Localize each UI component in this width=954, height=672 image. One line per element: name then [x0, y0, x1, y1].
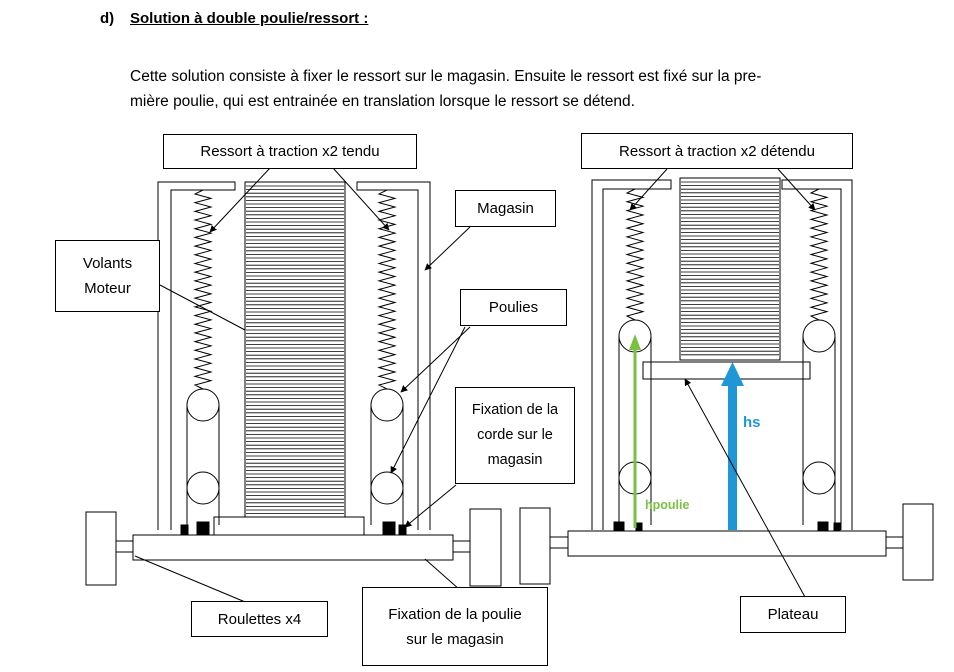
label-volants-line2: Moteur — [84, 280, 131, 297]
left-pulley-upper-1 — [186, 388, 220, 422]
right-pulley-lower-2 — [802, 461, 836, 495]
label-fixation-poulie-line2: sur le magasin — [406, 630, 504, 648]
label-roulettes: Roulettes x4 — [191, 601, 328, 637]
label-plateau: Plateau — [740, 596, 846, 633]
label-fixation-corde-line3: magasin — [487, 452, 543, 468]
left-plateau — [213, 516, 365, 536]
left-stack — [244, 181, 346, 518]
label-fixation-corde-line2: corde sur le — [477, 427, 553, 443]
right-stack-lines — [681, 181, 779, 356]
label-roulettes-text: Roulettes x4 — [217, 610, 302, 628]
hs-arrow — [721, 362, 744, 530]
left-assembly — [85, 181, 502, 587]
label-poulies-text: Poulies — [488, 299, 539, 316]
left-pulley-lower-2 — [370, 471, 404, 505]
right-stack — [679, 177, 781, 361]
pointer-lines — [134, 167, 816, 605]
left-stack-lines — [246, 185, 344, 514]
label-fixation-corde: Fixation de la corde sur le magasin — [455, 387, 575, 484]
label-poulies: Poulies — [460, 289, 567, 326]
label-magasin: Magasin — [455, 190, 556, 227]
label-ressort-tendu: Ressort à traction x2 tendu — [163, 134, 417, 169]
left-pulley-upper-2 — [370, 388, 404, 422]
right-assembly — [519, 177, 934, 585]
label-volants-moteur: Volants Moteur — [55, 240, 160, 312]
section-title: Solution à double poulie/ressort : — [130, 10, 369, 27]
paragraph-line-2: mière poulie, qui est entrainée en trans… — [130, 93, 635, 110]
right-spring-1 — [625, 188, 645, 321]
section-number: d) — [100, 10, 115, 27]
right-magasin-wall-right — [781, 179, 853, 530]
left-magasin-wall-right — [356, 181, 431, 530]
label-magasin-text: Magasin — [477, 200, 534, 217]
label-ressort-detendu: Ressort à traction x2 détendu — [581, 133, 853, 169]
section-heading: d) Solution à double poulie/ressort : — [100, 10, 368, 27]
right-magasin-wall-left — [591, 179, 672, 530]
left-wheel-1 — [85, 511, 117, 586]
right-wheel-2 — [902, 503, 934, 581]
label-ressort-tendu-text: Ressort à traction x2 tendu — [200, 143, 380, 160]
hpoulie-arrow — [629, 334, 641, 528]
label-fixation-poulie-line1: Fixation de la poulie — [388, 605, 522, 623]
label-plateau-text: Plateau — [767, 606, 819, 623]
left-spring-2 — [377, 189, 397, 390]
left-spring-1 — [193, 189, 213, 390]
hpoulie-label: hpoulie — [645, 498, 690, 512]
left-pulley-lower-1 — [186, 471, 220, 505]
label-fixation-corde-line1: Fixation de la — [471, 402, 559, 418]
right-spring-2 — [809, 188, 829, 321]
left-base — [132, 534, 454, 561]
label-volants-line1: Volants — [82, 255, 133, 272]
paragraph-line-1: Cette solution consiste à fixer le resso… — [130, 68, 762, 85]
right-wheel-1 — [519, 507, 551, 585]
right-pulley-upper-2 — [802, 319, 836, 353]
right-base — [567, 530, 887, 557]
description-paragraph: Cette solution consiste à fixer le resso… — [130, 64, 856, 114]
left-wheel-2 — [469, 508, 502, 587]
label-ressort-detendu-text: Ressort à traction x2 détendu — [619, 142, 815, 160]
label-fixation-poulie: Fixation de la poulie sur le magasin — [362, 587, 548, 666]
hs-label: hs — [743, 414, 761, 431]
